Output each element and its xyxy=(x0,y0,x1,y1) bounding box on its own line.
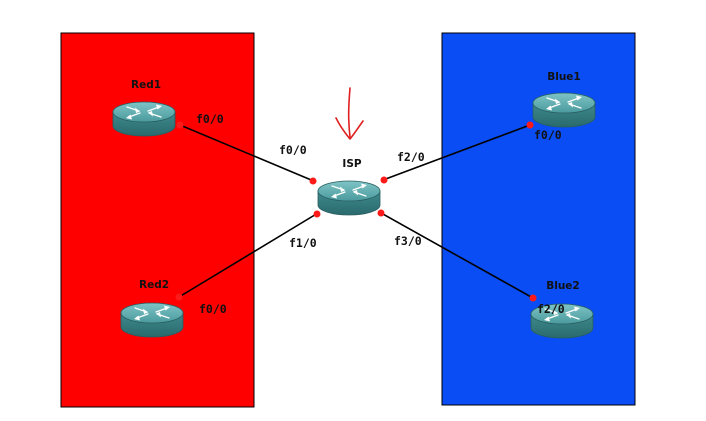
router-icon xyxy=(530,303,594,339)
port-label-isp-f1-0: f1/0 xyxy=(289,236,317,250)
port-label-red1-f0-0: f0/0 xyxy=(196,112,224,126)
port-dot xyxy=(175,293,183,301)
router-icon xyxy=(532,92,596,128)
port-label-isp-f2-0: f2/0 xyxy=(397,150,425,164)
links xyxy=(178,124,534,299)
router-icon xyxy=(120,302,184,338)
port-dot xyxy=(313,210,321,218)
blue-zone xyxy=(441,32,636,406)
router-blue2[interactable] xyxy=(530,303,594,339)
port-label-red2-f0-0: f0/0 xyxy=(199,302,227,316)
router-red1[interactable] xyxy=(112,101,176,137)
link-isp-blue1 xyxy=(382,124,531,181)
port-label-blue1-f0-0: f0/0 xyxy=(534,128,562,142)
link-red1-isp xyxy=(179,124,317,183)
router-label-isp: ISP xyxy=(342,158,361,170)
red-zone xyxy=(60,32,255,408)
port-label-isp-f0-0: f0/0 xyxy=(279,143,307,157)
router-icon xyxy=(112,101,176,137)
port-dot xyxy=(309,177,317,185)
port-dot xyxy=(380,176,388,184)
port-dot xyxy=(176,121,184,129)
link-red2-isp xyxy=(178,212,319,298)
router-blue1[interactable] xyxy=(532,92,596,128)
port-dot xyxy=(529,294,537,302)
port-label-isp-f3-0: f3/0 xyxy=(394,234,422,248)
router-red2[interactable] xyxy=(120,302,184,338)
port-label-blue2-f2-0: f2/0 xyxy=(537,302,565,316)
port-dots xyxy=(175,121,537,302)
port-dot xyxy=(377,209,385,217)
port-dot xyxy=(526,121,534,129)
router-isp[interactable] xyxy=(317,180,381,216)
router-label-red2: Red2 xyxy=(139,279,169,291)
router-label-blue2: Blue2 xyxy=(546,280,580,292)
down-arrow-annotation xyxy=(335,87,364,140)
router-icon xyxy=(317,180,381,216)
router-label-red1: Red1 xyxy=(131,79,161,91)
link-isp-blue2 xyxy=(380,212,534,299)
router-label-blue1: Blue1 xyxy=(547,71,581,83)
